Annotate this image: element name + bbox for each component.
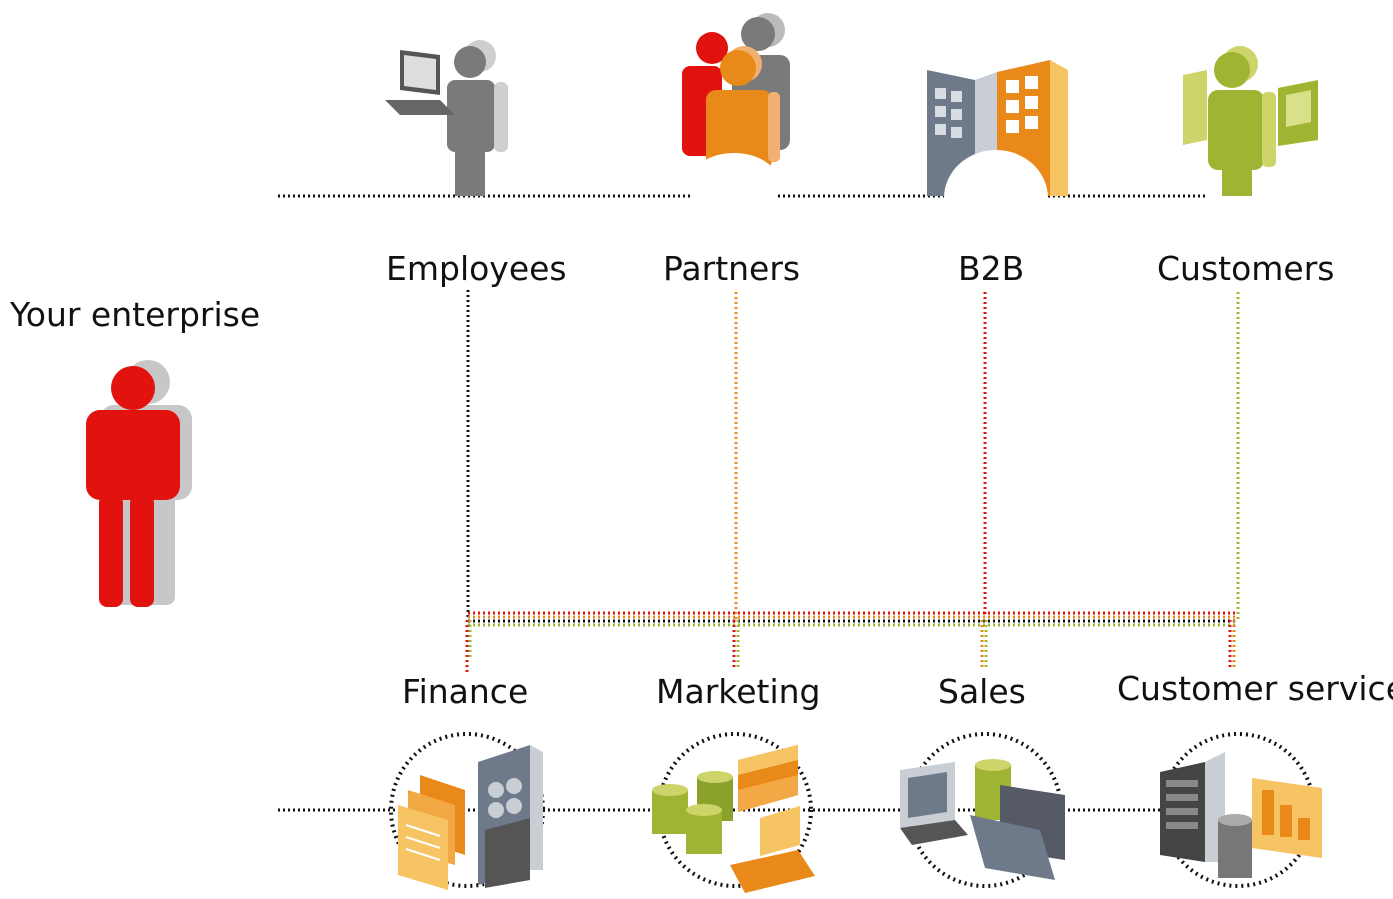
department-label-customer-service: Customer service — [1117, 669, 1393, 708]
enterprise-label: Your enterprise — [10, 295, 261, 334]
department-label-marketing: Marketing — [656, 672, 821, 711]
partners-group-icon — [682, 13, 790, 217]
sales-computer-folders-icon — [900, 732, 1065, 888]
audience-label-employees: Employees — [386, 249, 567, 288]
audience-label-partners: Partners — [663, 249, 801, 288]
customer-devices-icon — [1183, 46, 1318, 196]
audience-label-customers: Customers — [1157, 249, 1335, 288]
enterprise-person-icon — [86, 360, 192, 607]
marketing-databases-icon — [652, 732, 815, 893]
department-drops — [465, 620, 1236, 672]
audience-label-b2b: B2B — [958, 249, 1025, 288]
department-label-finance: Finance — [402, 672, 529, 711]
finance-documents-server-icon — [389, 732, 545, 890]
b2b-buildings-icon — [927, 60, 1068, 246]
department-label-sales: Sales — [938, 672, 1026, 711]
customer-service-server-chart-icon — [1160, 732, 1322, 888]
employee-laptop-icon — [385, 40, 508, 196]
